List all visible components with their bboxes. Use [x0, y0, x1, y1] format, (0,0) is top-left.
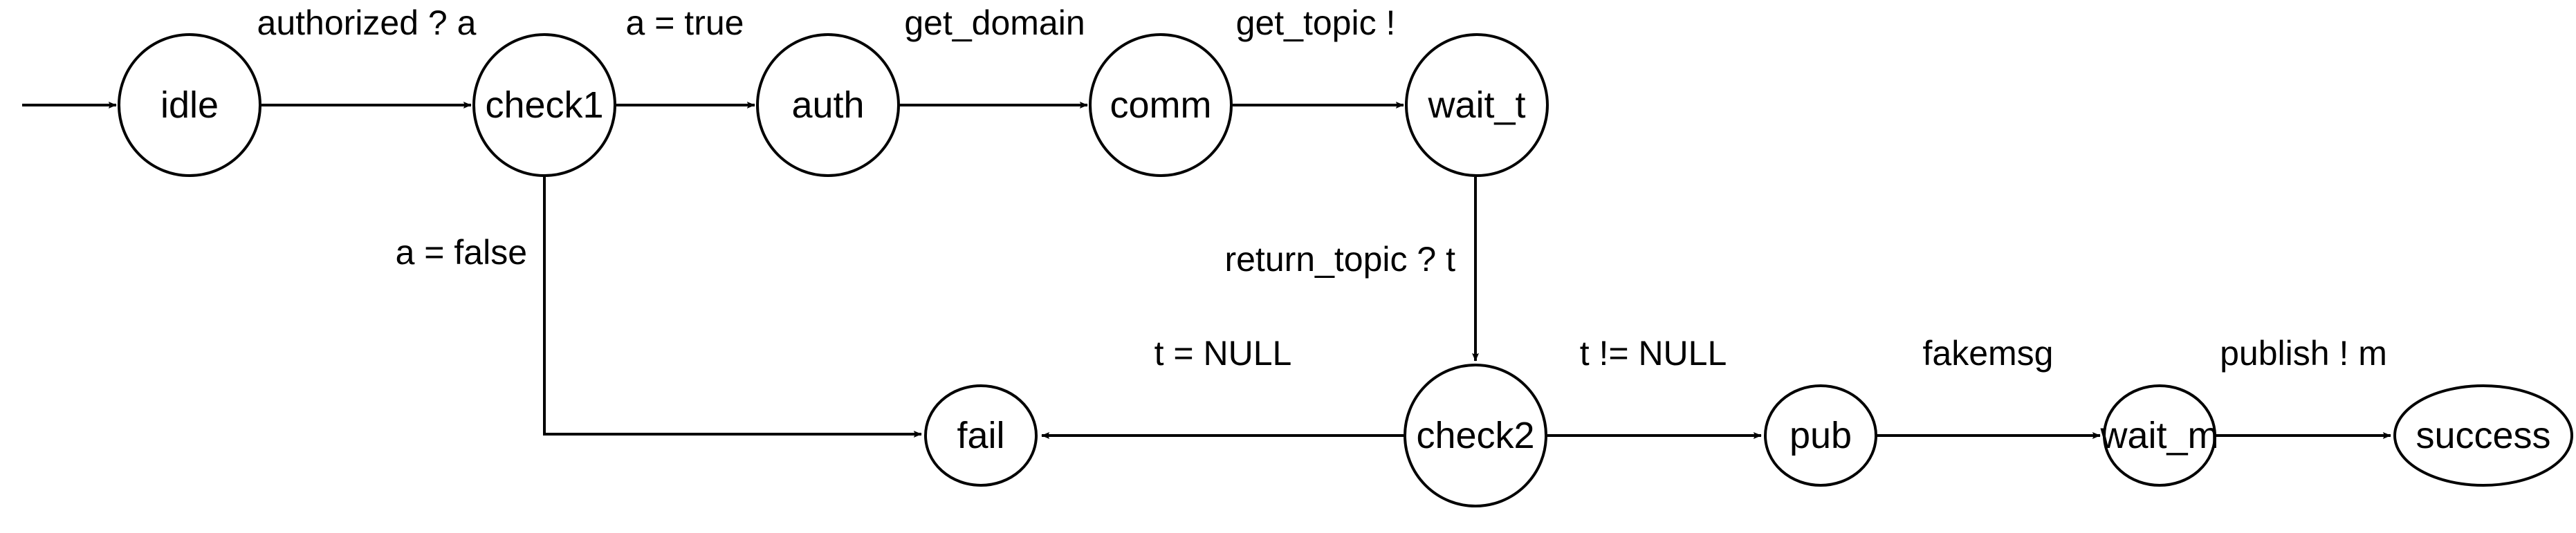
- state-label-success: success: [2416, 415, 2550, 456]
- edge-label-fakemsg: fakemsg: [1923, 334, 2054, 373]
- state-circle-comm[interactable]: [1089, 33, 1233, 177]
- state-circle-auth[interactable]: [756, 33, 900, 177]
- edge-label-t-not-null: t != NULL: [1580, 334, 1727, 373]
- edge-comm-wait-t: get_topic !: [1233, 3, 1404, 109]
- edge-label-authorized: authorized ? a: [257, 3, 477, 42]
- edge-check1-auth: a = true: [616, 3, 755, 109]
- edge-label-a-false: a = false: [396, 233, 527, 272]
- state-label-wait-t: wait_t: [1427, 84, 1525, 126]
- state-node-fail[interactable]: fail: [924, 384, 1038, 487]
- edge-label-a-true: a = true: [626, 3, 744, 42]
- state-label-wait-m: wait_m: [2099, 415, 2218, 456]
- edge-check1-fail: a = false: [396, 177, 922, 438]
- edge-line-check1-fail: [543, 177, 922, 438]
- state-node-success[interactable]: success: [2393, 384, 2573, 487]
- edge-label-get-domain: get_domain: [904, 3, 1085, 42]
- edge-check2-fail: t = NULL: [1041, 334, 1404, 439]
- state-label-auth: auth: [791, 84, 864, 126]
- state-circle-success[interactable]: [2393, 384, 2573, 487]
- state-node-pub[interactable]: pub: [1764, 384, 1877, 487]
- state-circle-pub[interactable]: [1764, 384, 1877, 487]
- state-node-wait-t[interactable]: wait_t: [1405, 33, 1549, 177]
- state-label-idle: idle: [160, 84, 219, 126]
- state-circle-fail[interactable]: [924, 384, 1038, 487]
- edge-pub-wait-m: fakemsg: [1876, 334, 2101, 439]
- edge-label-publish: publish ! m: [2220, 334, 2387, 373]
- state-circle-idle[interactable]: [118, 33, 261, 177]
- edge-auth-comm: get_domain: [900, 3, 1088, 109]
- state-label-check2: check2: [1416, 415, 1534, 456]
- edge-label-return-topic: return_topic ? t: [1224, 240, 1455, 279]
- state-circle-wait-m[interactable]: [2103, 384, 2216, 487]
- edge-label-t-null: t = NULL: [1154, 334, 1292, 373]
- edge-idle-check1: authorized ? a: [257, 3, 477, 109]
- state-node-check2[interactable]: check2: [1404, 364, 1547, 507]
- edge-label-get-topic: get_topic !: [1236, 3, 1396, 42]
- state-label-fail: fail: [957, 415, 1004, 456]
- state-circle-check2[interactable]: [1404, 364, 1547, 507]
- state-label-pub: pub: [1790, 415, 1852, 456]
- state-node-auth[interactable]: auth: [756, 33, 900, 177]
- state-node-idle[interactable]: idle: [118, 33, 261, 177]
- state-node-check1[interactable]: check1: [472, 33, 616, 177]
- edge-check2-pub: t != NULL: [1547, 334, 1762, 439]
- edge-wait-t-check2: return_topic ? t: [1224, 177, 1479, 362]
- state-circle-wait-t[interactable]: [1405, 33, 1549, 177]
- state-label-check1: check1: [485, 84, 603, 126]
- state-label-comm: comm: [1110, 84, 1212, 126]
- edge-wait-m-success: publish ! m: [2215, 334, 2391, 439]
- state-node-comm[interactable]: comm: [1089, 33, 1233, 177]
- state-node-wait-m[interactable]: wait_m: [2099, 384, 2219, 487]
- state-circle-check1[interactable]: [472, 33, 616, 177]
